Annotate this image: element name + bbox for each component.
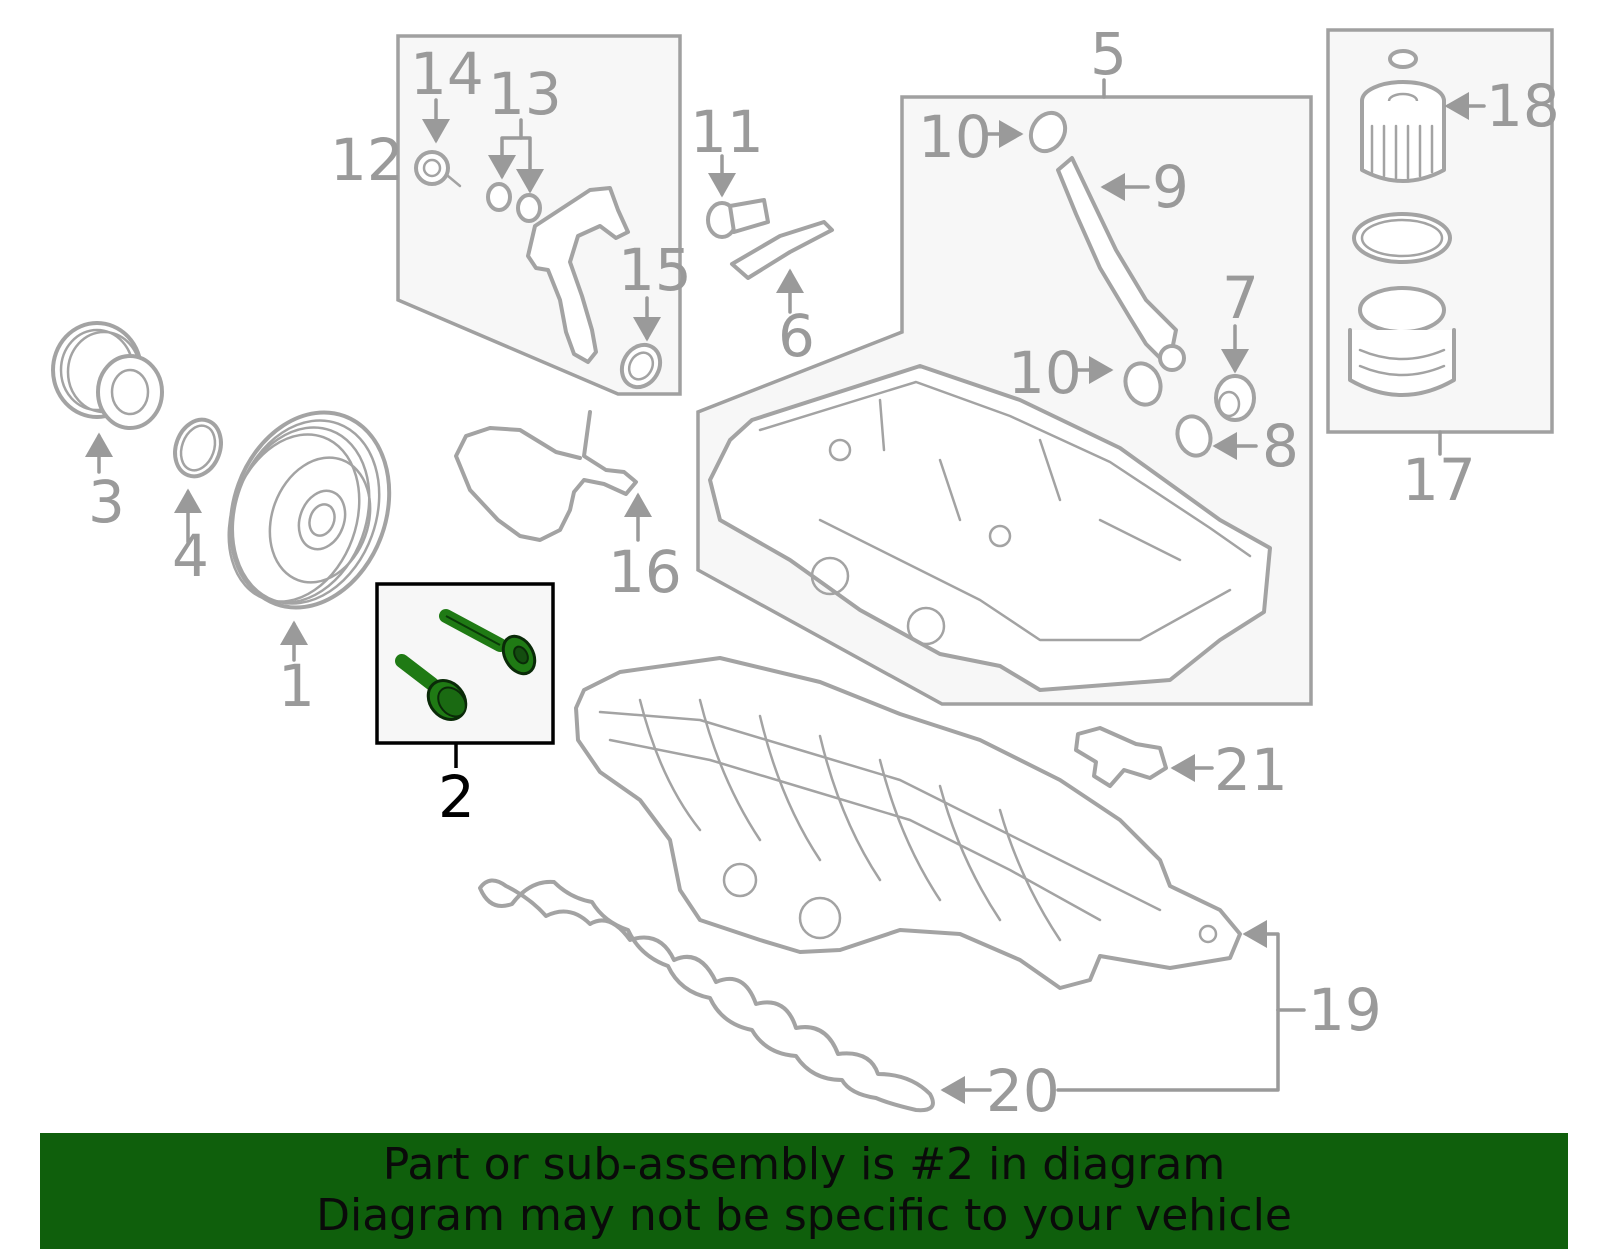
oil-filter-part bbox=[1348, 49, 1456, 397]
callout-10-upper[interactable]: 10 bbox=[918, 103, 992, 171]
callout-12[interactable]: 12 bbox=[330, 126, 404, 194]
o-ring-part bbox=[173, 417, 223, 479]
callout-20[interactable]: 20 bbox=[986, 1057, 1060, 1125]
info-banner: Part or sub-assembly is #2 in diagram Di… bbox=[40, 1133, 1568, 1249]
oil-cooler-pipe-part bbox=[414, 150, 663, 390]
callout-4[interactable]: 4 bbox=[172, 522, 209, 590]
oil-pan-part bbox=[708, 364, 1272, 692]
callout-10-lower[interactable]: 10 bbox=[1008, 339, 1082, 407]
intake-manifold-part bbox=[574, 656, 1242, 990]
callout-3[interactable]: 3 bbox=[88, 468, 125, 536]
callout-11[interactable]: 11 bbox=[690, 98, 764, 166]
callout-17[interactable]: 17 bbox=[1402, 446, 1476, 514]
callout-13[interactable]: 13 bbox=[488, 60, 562, 128]
map-sensor-part bbox=[1074, 726, 1168, 788]
breather-hose-part bbox=[1028, 110, 1256, 458]
callout-15[interactable]: 15 bbox=[618, 236, 692, 304]
pulley-damper-part bbox=[51, 321, 164, 430]
bolts-part-highlighted bbox=[395, 609, 537, 721]
callout-21[interactable]: 21 bbox=[1214, 736, 1288, 804]
callout-1[interactable]: 1 bbox=[278, 652, 315, 720]
callout-9[interactable]: 9 bbox=[1152, 153, 1189, 221]
leader-lines bbox=[85, 78, 1486, 1104]
banner-line-1: Part or sub-assembly is #2 in diagram bbox=[382, 1139, 1226, 1190]
callout-14[interactable]: 14 bbox=[410, 40, 484, 108]
manifold-gasket-part bbox=[478, 878, 935, 1113]
banner-line-2: Diagram may not be specific to your vehi… bbox=[316, 1190, 1292, 1241]
sealant-tube-part bbox=[706, 198, 834, 280]
callout-2[interactable]: 2 bbox=[438, 763, 475, 831]
callout-16[interactable]: 16 bbox=[608, 538, 682, 606]
crankshaft-pulley-part bbox=[227, 410, 392, 610]
callout-7[interactable]: 7 bbox=[1222, 264, 1259, 332]
callout-5[interactable]: 5 bbox=[1090, 20, 1127, 88]
callout-8[interactable]: 8 bbox=[1262, 412, 1299, 480]
callout-19[interactable]: 19 bbox=[1308, 976, 1382, 1044]
callout-labels: 1 2 3 4 5 6 7 8 9 10 10 11 12 13 14 15 1… bbox=[88, 20, 1560, 1125]
callout-6[interactable]: 6 bbox=[778, 302, 815, 370]
sensor-wire-part bbox=[454, 410, 638, 542]
callout-18[interactable]: 18 bbox=[1486, 72, 1560, 140]
